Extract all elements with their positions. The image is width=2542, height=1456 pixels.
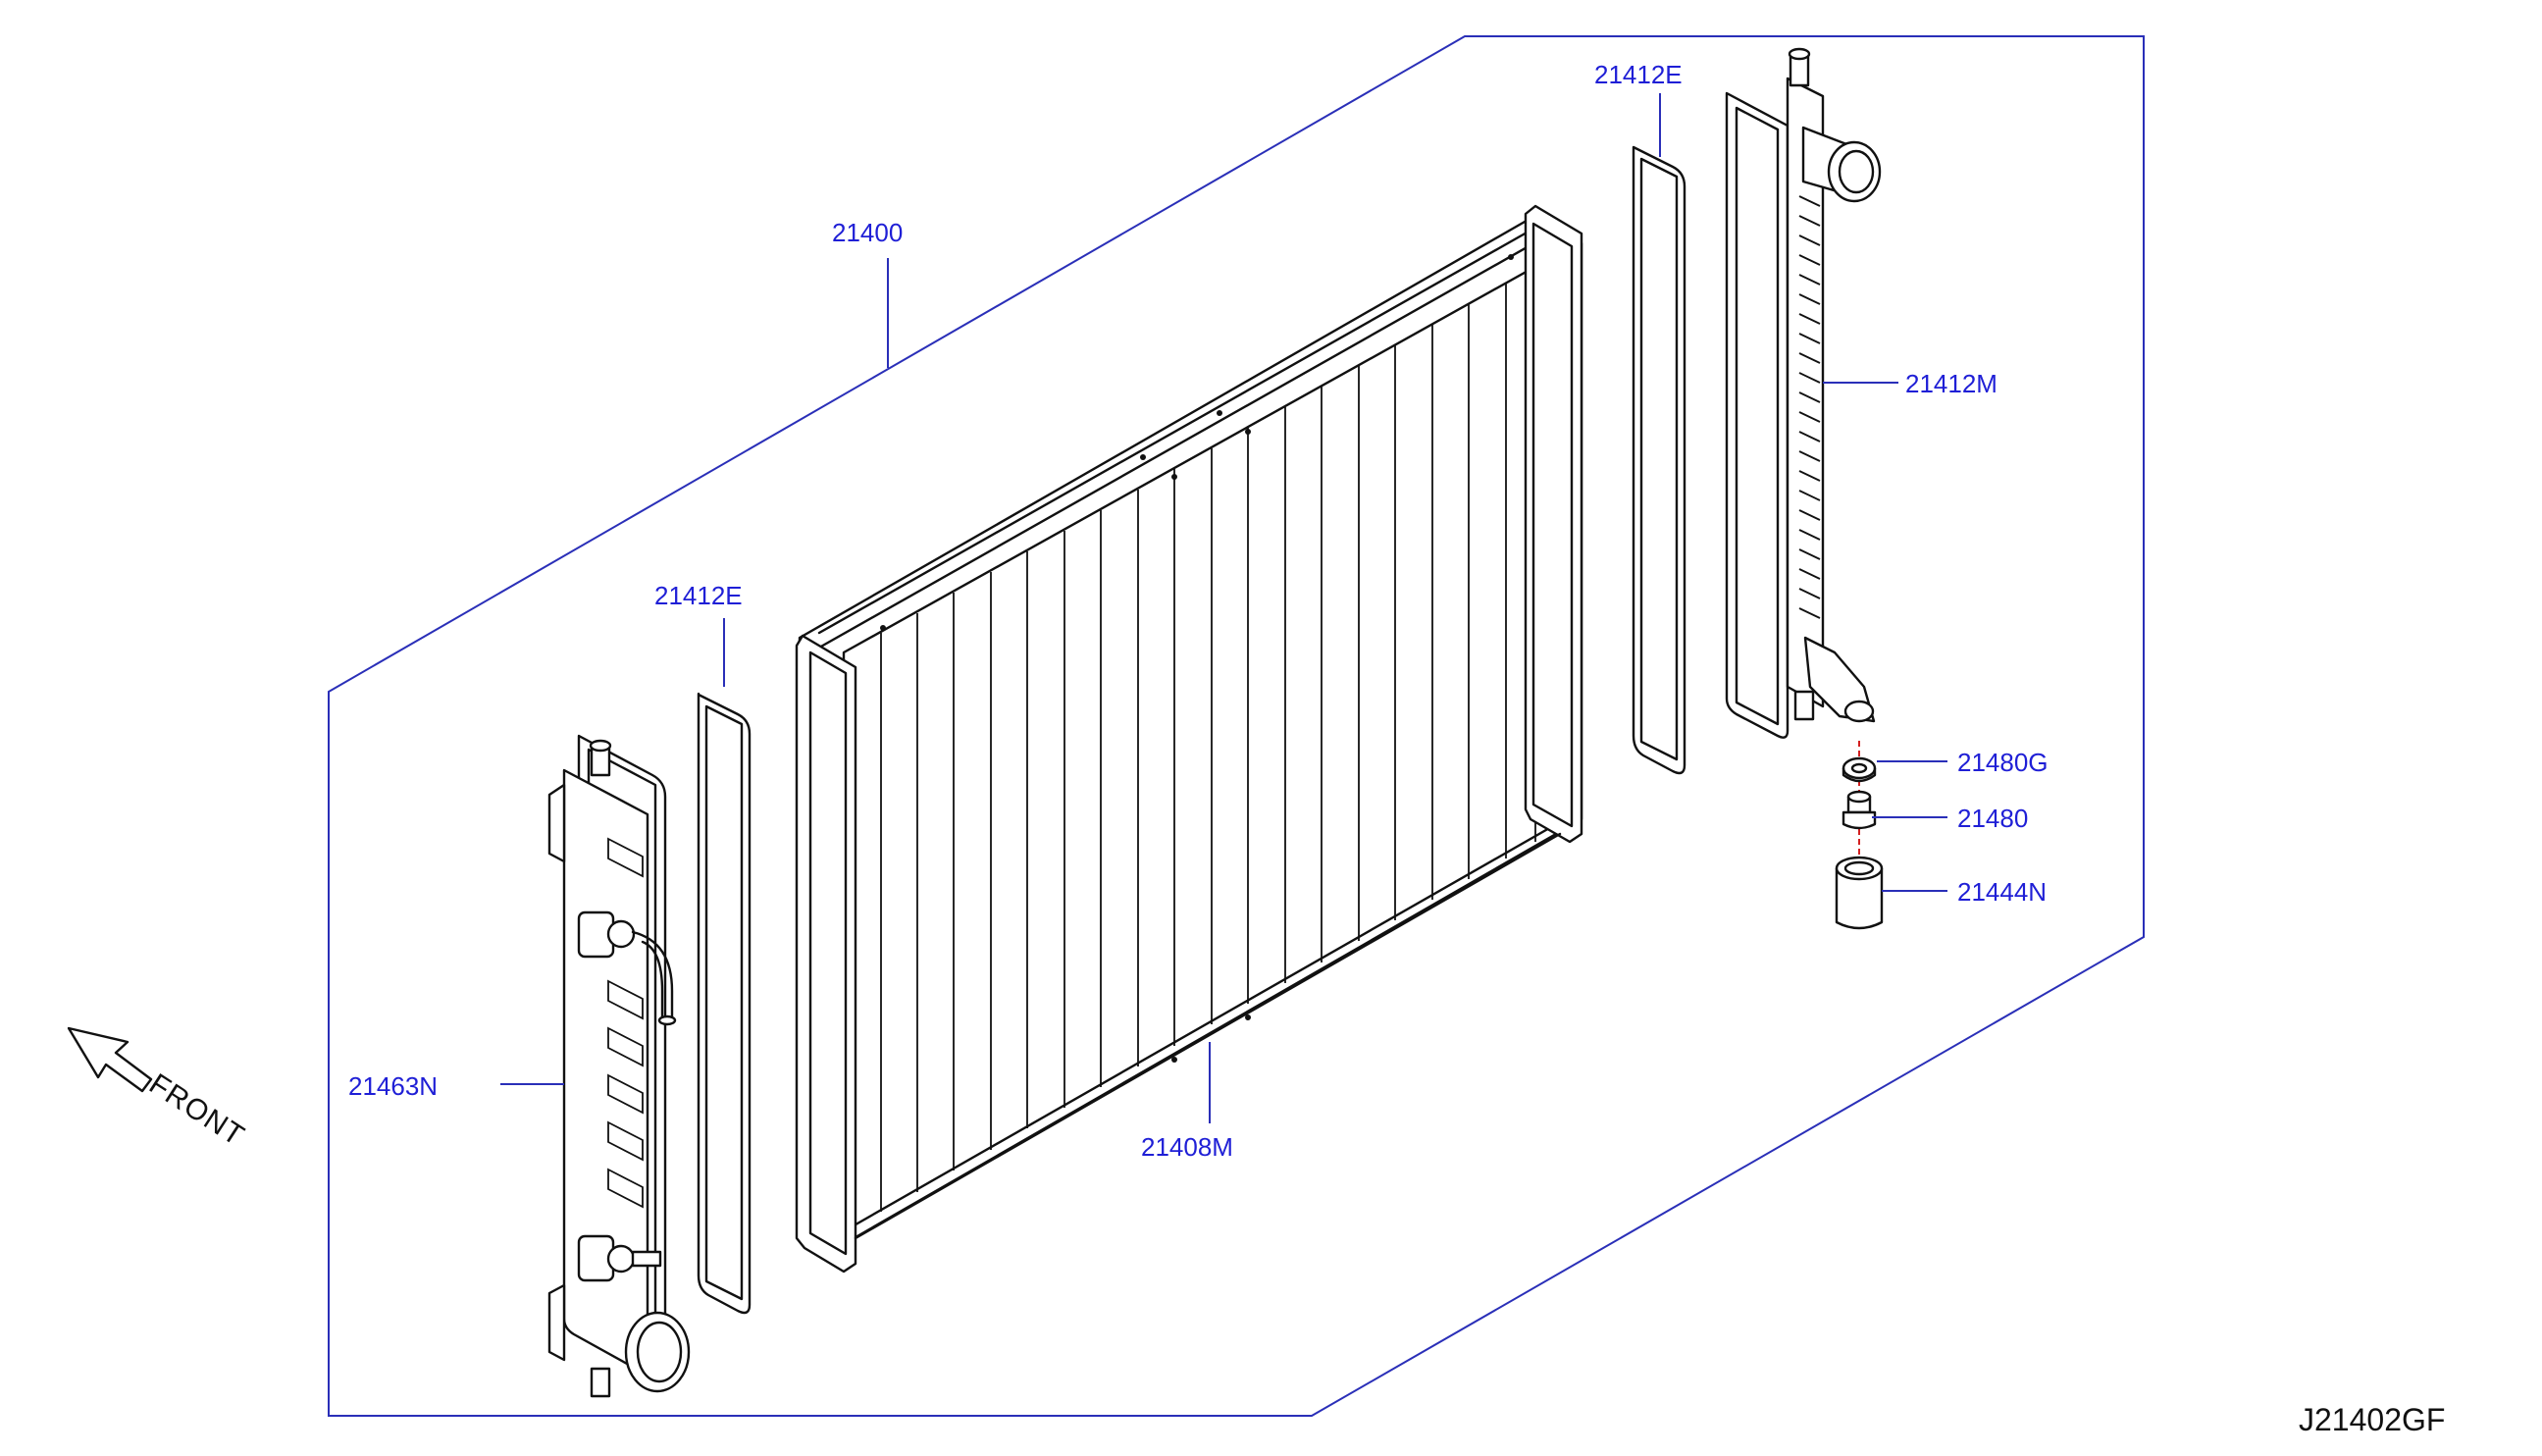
assembly-boundary-frame	[328, 35, 2145, 1417]
radiator-core	[795, 204, 1583, 1274]
diagram-code: J21402GF	[2299, 1402, 2445, 1437]
label-gasket-right: 21412E	[1594, 60, 1683, 89]
front-direction-label: FRONT	[143, 1067, 250, 1153]
left-tank	[547, 734, 691, 1398]
label-drain-plug: 21480	[1957, 804, 2028, 833]
gasket-right	[1632, 145, 1686, 775]
gasket-left	[697, 692, 752, 1315]
front-arrow-icon	[67, 1026, 153, 1093]
label-gasket-left: 21412E	[654, 581, 743, 610]
right-tank	[1725, 47, 1882, 739]
label-grommet: 21444N	[1957, 877, 2047, 907]
label-left-tank: 21463N	[348, 1071, 438, 1101]
label-right-tank: 21412M	[1905, 369, 1997, 398]
grommet	[1835, 856, 1884, 930]
label-radiator-core: 21408M	[1141, 1132, 1233, 1162]
drain-plug	[1842, 790, 1877, 830]
leader-lines	[500, 93, 1947, 1123]
drain-washer	[1842, 756, 1877, 783]
label-radiator-assembly: 21400	[832, 218, 903, 247]
label-drain-washer: 21480G	[1957, 748, 2049, 777]
